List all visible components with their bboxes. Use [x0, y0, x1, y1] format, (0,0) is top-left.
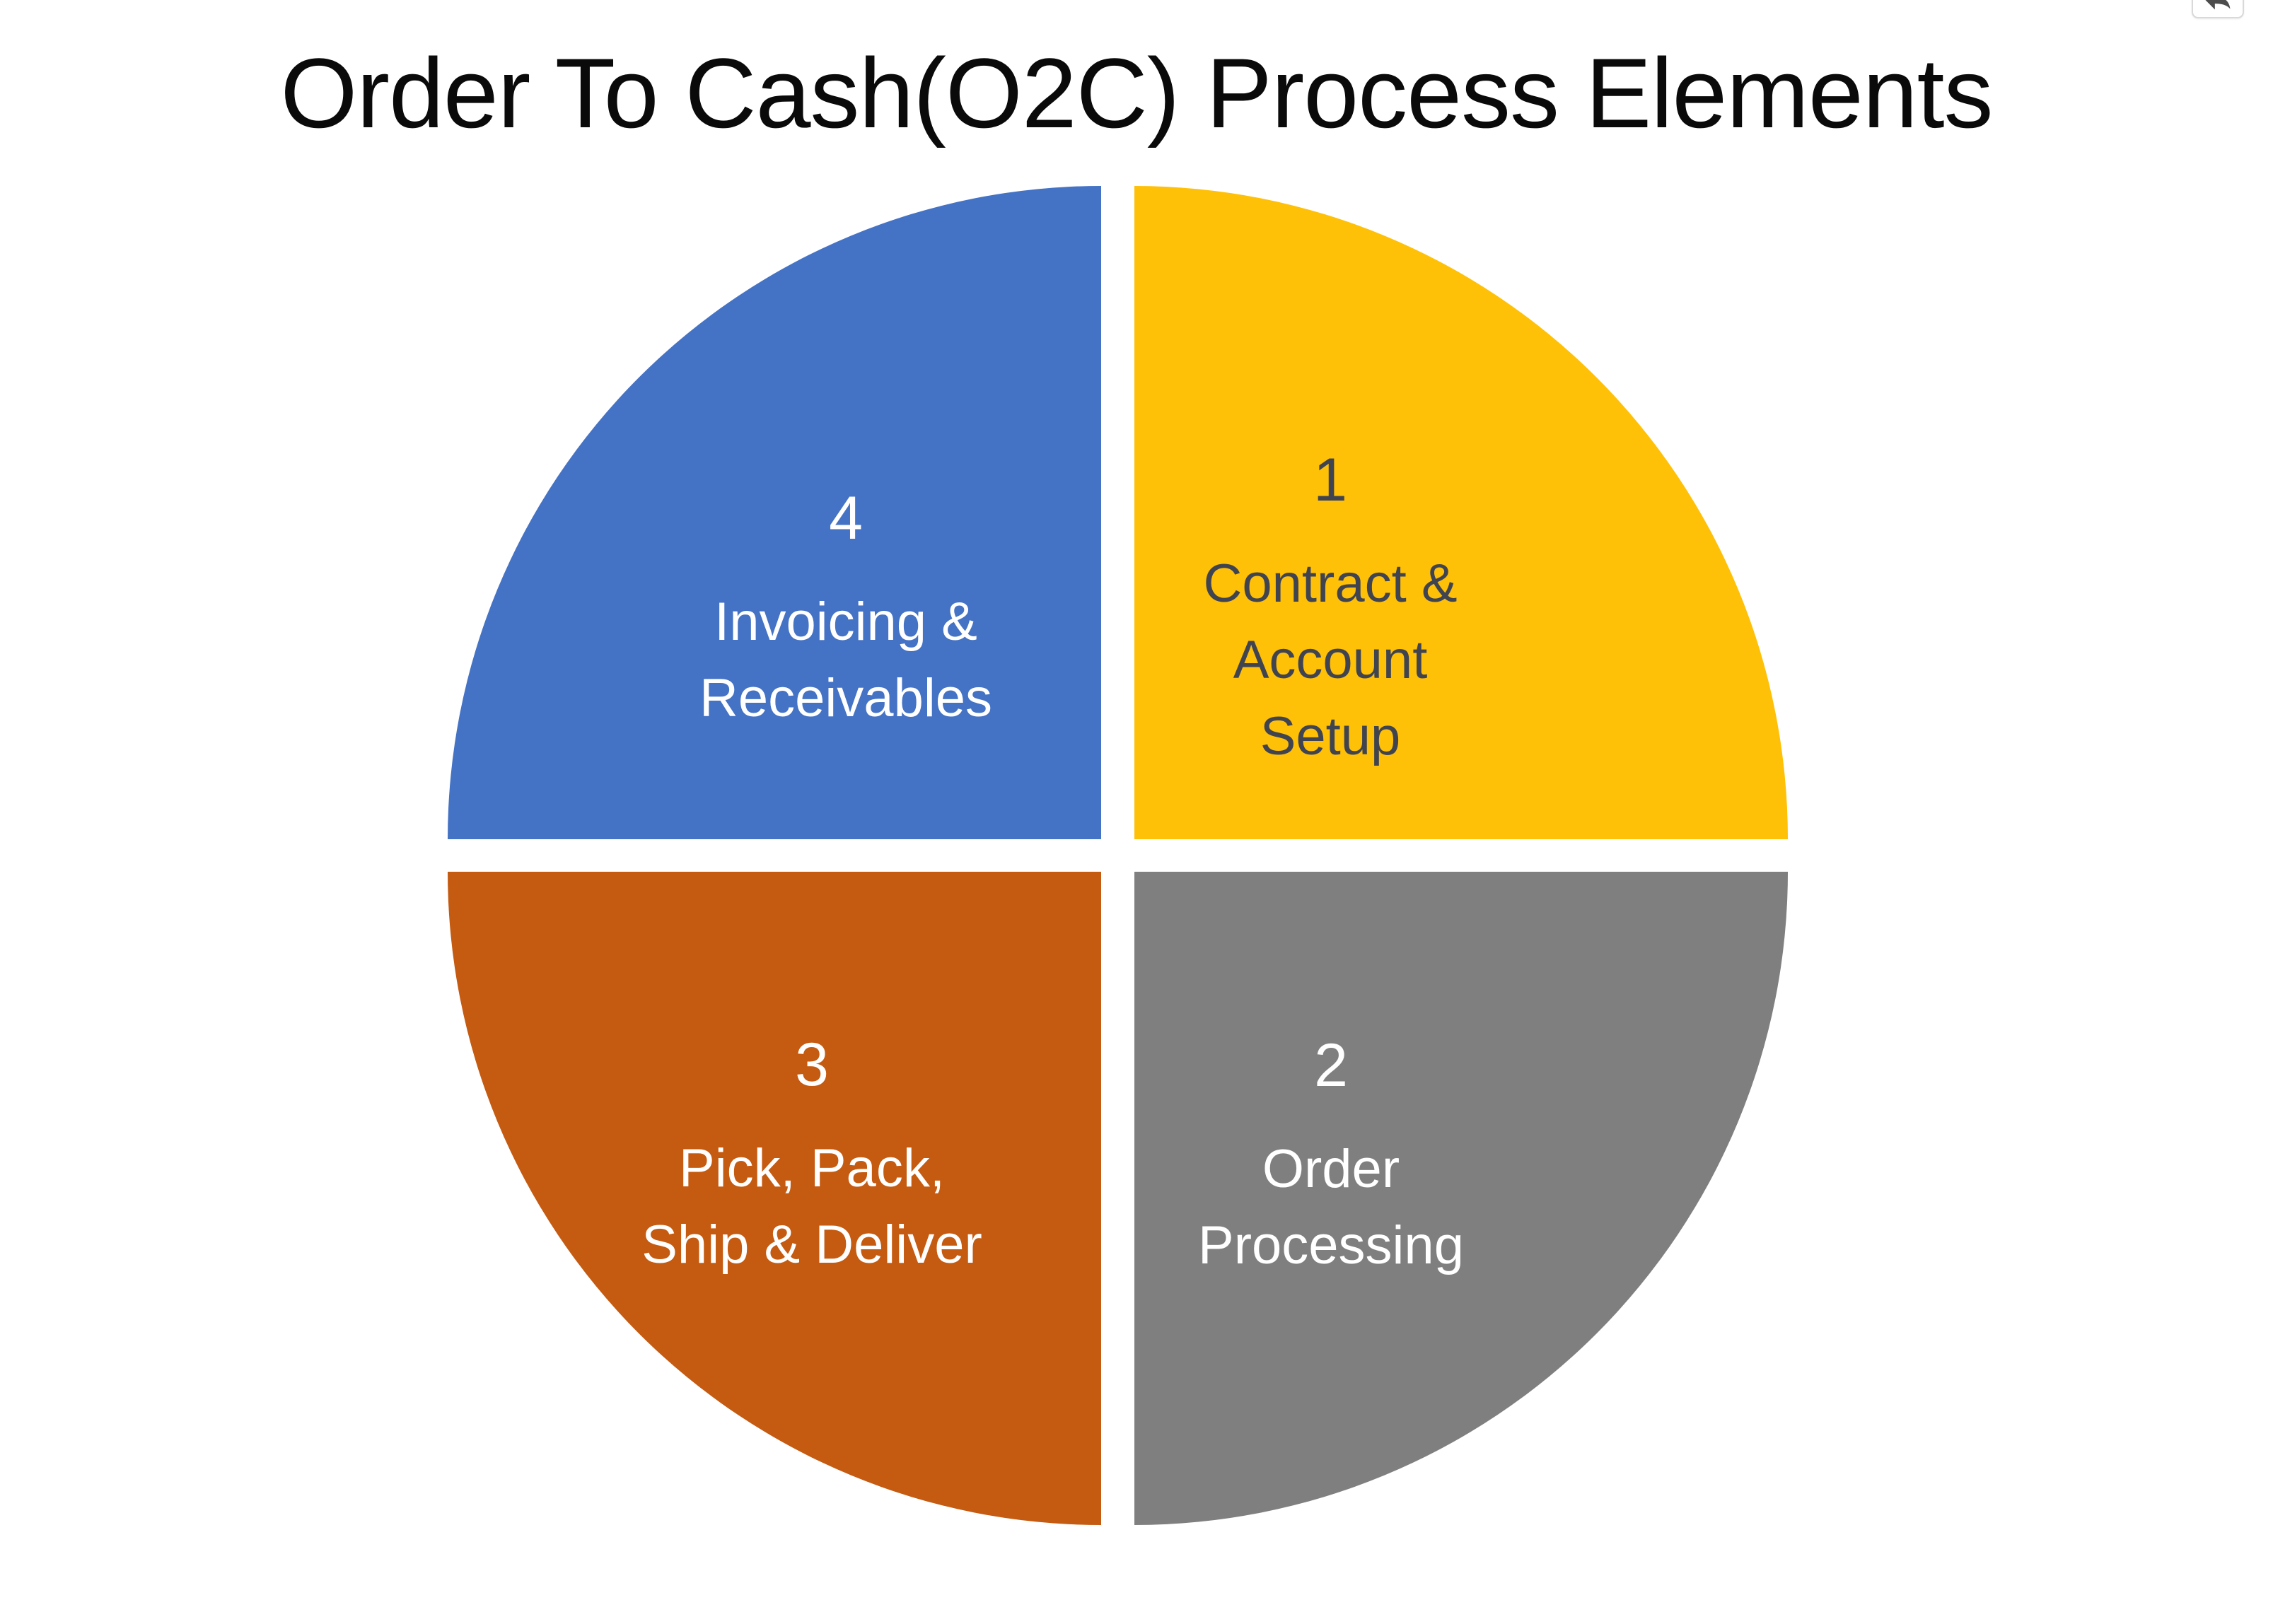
segment-number: 3 — [795, 1031, 829, 1099]
segment-number: 2 — [1314, 1032, 1348, 1099]
reply-arrow-icon — [2204, 0, 2232, 17]
segment-text: Contract & Account Setup — [1203, 554, 1458, 766]
reply-button[interactable] — [2192, 0, 2244, 18]
segment-text: Invoicing & Receivables — [699, 592, 992, 728]
segment-text: Pick, Pack, Ship & Deliver — [641, 1138, 982, 1275]
segment-label-3: 3 Pick, Pack, Ship & Deliver — [641, 1034, 982, 1283]
segment-label-2: 2 Order Processing — [1198, 1035, 1464, 1284]
segment-number: 4 — [829, 484, 863, 552]
segment-label-4: 4 Invoicing & Receivables — [699, 488, 992, 737]
segment-text: Order Processing — [1198, 1139, 1464, 1275]
segment-label-1: 1 Contract & Account Setup — [1203, 450, 1457, 775]
segment-number: 1 — [1313, 446, 1347, 514]
page-title: Order To Cash(O2C) Process Elements — [280, 37, 1993, 148]
